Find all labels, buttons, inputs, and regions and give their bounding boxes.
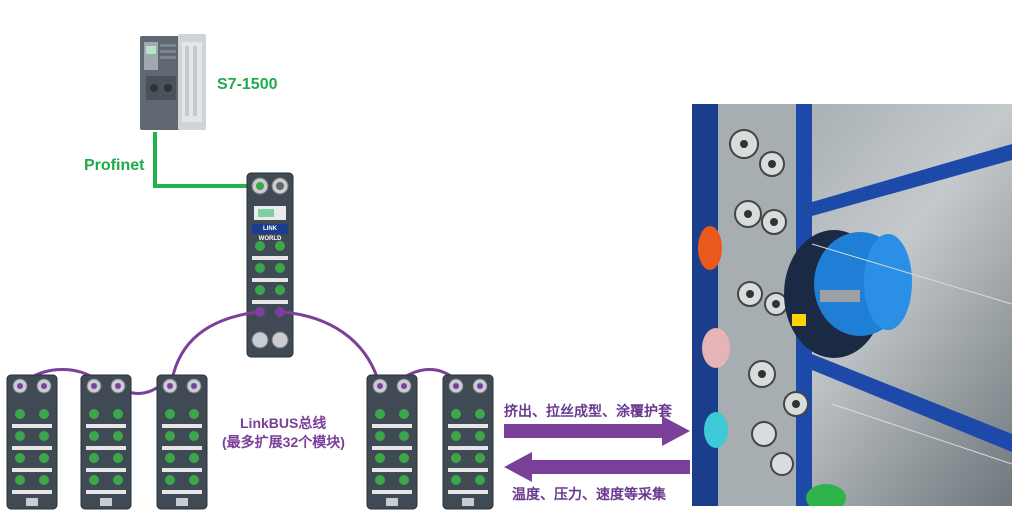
expansion-module-graphic xyxy=(366,374,418,510)
expansion-module-5 xyxy=(442,374,494,510)
arrow-right-label: 挤出、拉丝成型、涂覆护套 xyxy=(504,403,672,419)
linkbus-sublabel: (最多扩展32个模块) xyxy=(222,434,345,450)
expansion-module-2 xyxy=(80,374,132,510)
expansion-module-4 xyxy=(366,374,418,510)
master-brand-label: LINK WORLD xyxy=(258,226,282,242)
arrow-left xyxy=(504,452,690,482)
extrusion-machine-illustration xyxy=(692,104,1012,506)
arrow-left-label: 温度、压力、速度等采集 xyxy=(512,486,666,502)
expansion-module-graphic xyxy=(6,374,58,510)
master-io-module: LINK WORLD xyxy=(246,172,294,358)
expansion-module-graphic xyxy=(156,374,208,510)
profinet-label: Profinet xyxy=(84,157,145,174)
expansion-module-1 xyxy=(6,374,58,510)
plc-graphic xyxy=(140,34,206,130)
expansion-module-graphic xyxy=(80,374,132,510)
expansion-module-graphic xyxy=(442,374,494,510)
expansion-module-3 xyxy=(156,374,208,510)
arrow-right xyxy=(504,416,690,446)
master-module-graphic xyxy=(246,172,294,358)
machine-photo xyxy=(692,104,1012,506)
linkbus-label: LinkBUS总线 xyxy=(240,415,327,431)
plc-label: S7-1500 xyxy=(217,76,278,93)
plc-device xyxy=(138,32,208,132)
